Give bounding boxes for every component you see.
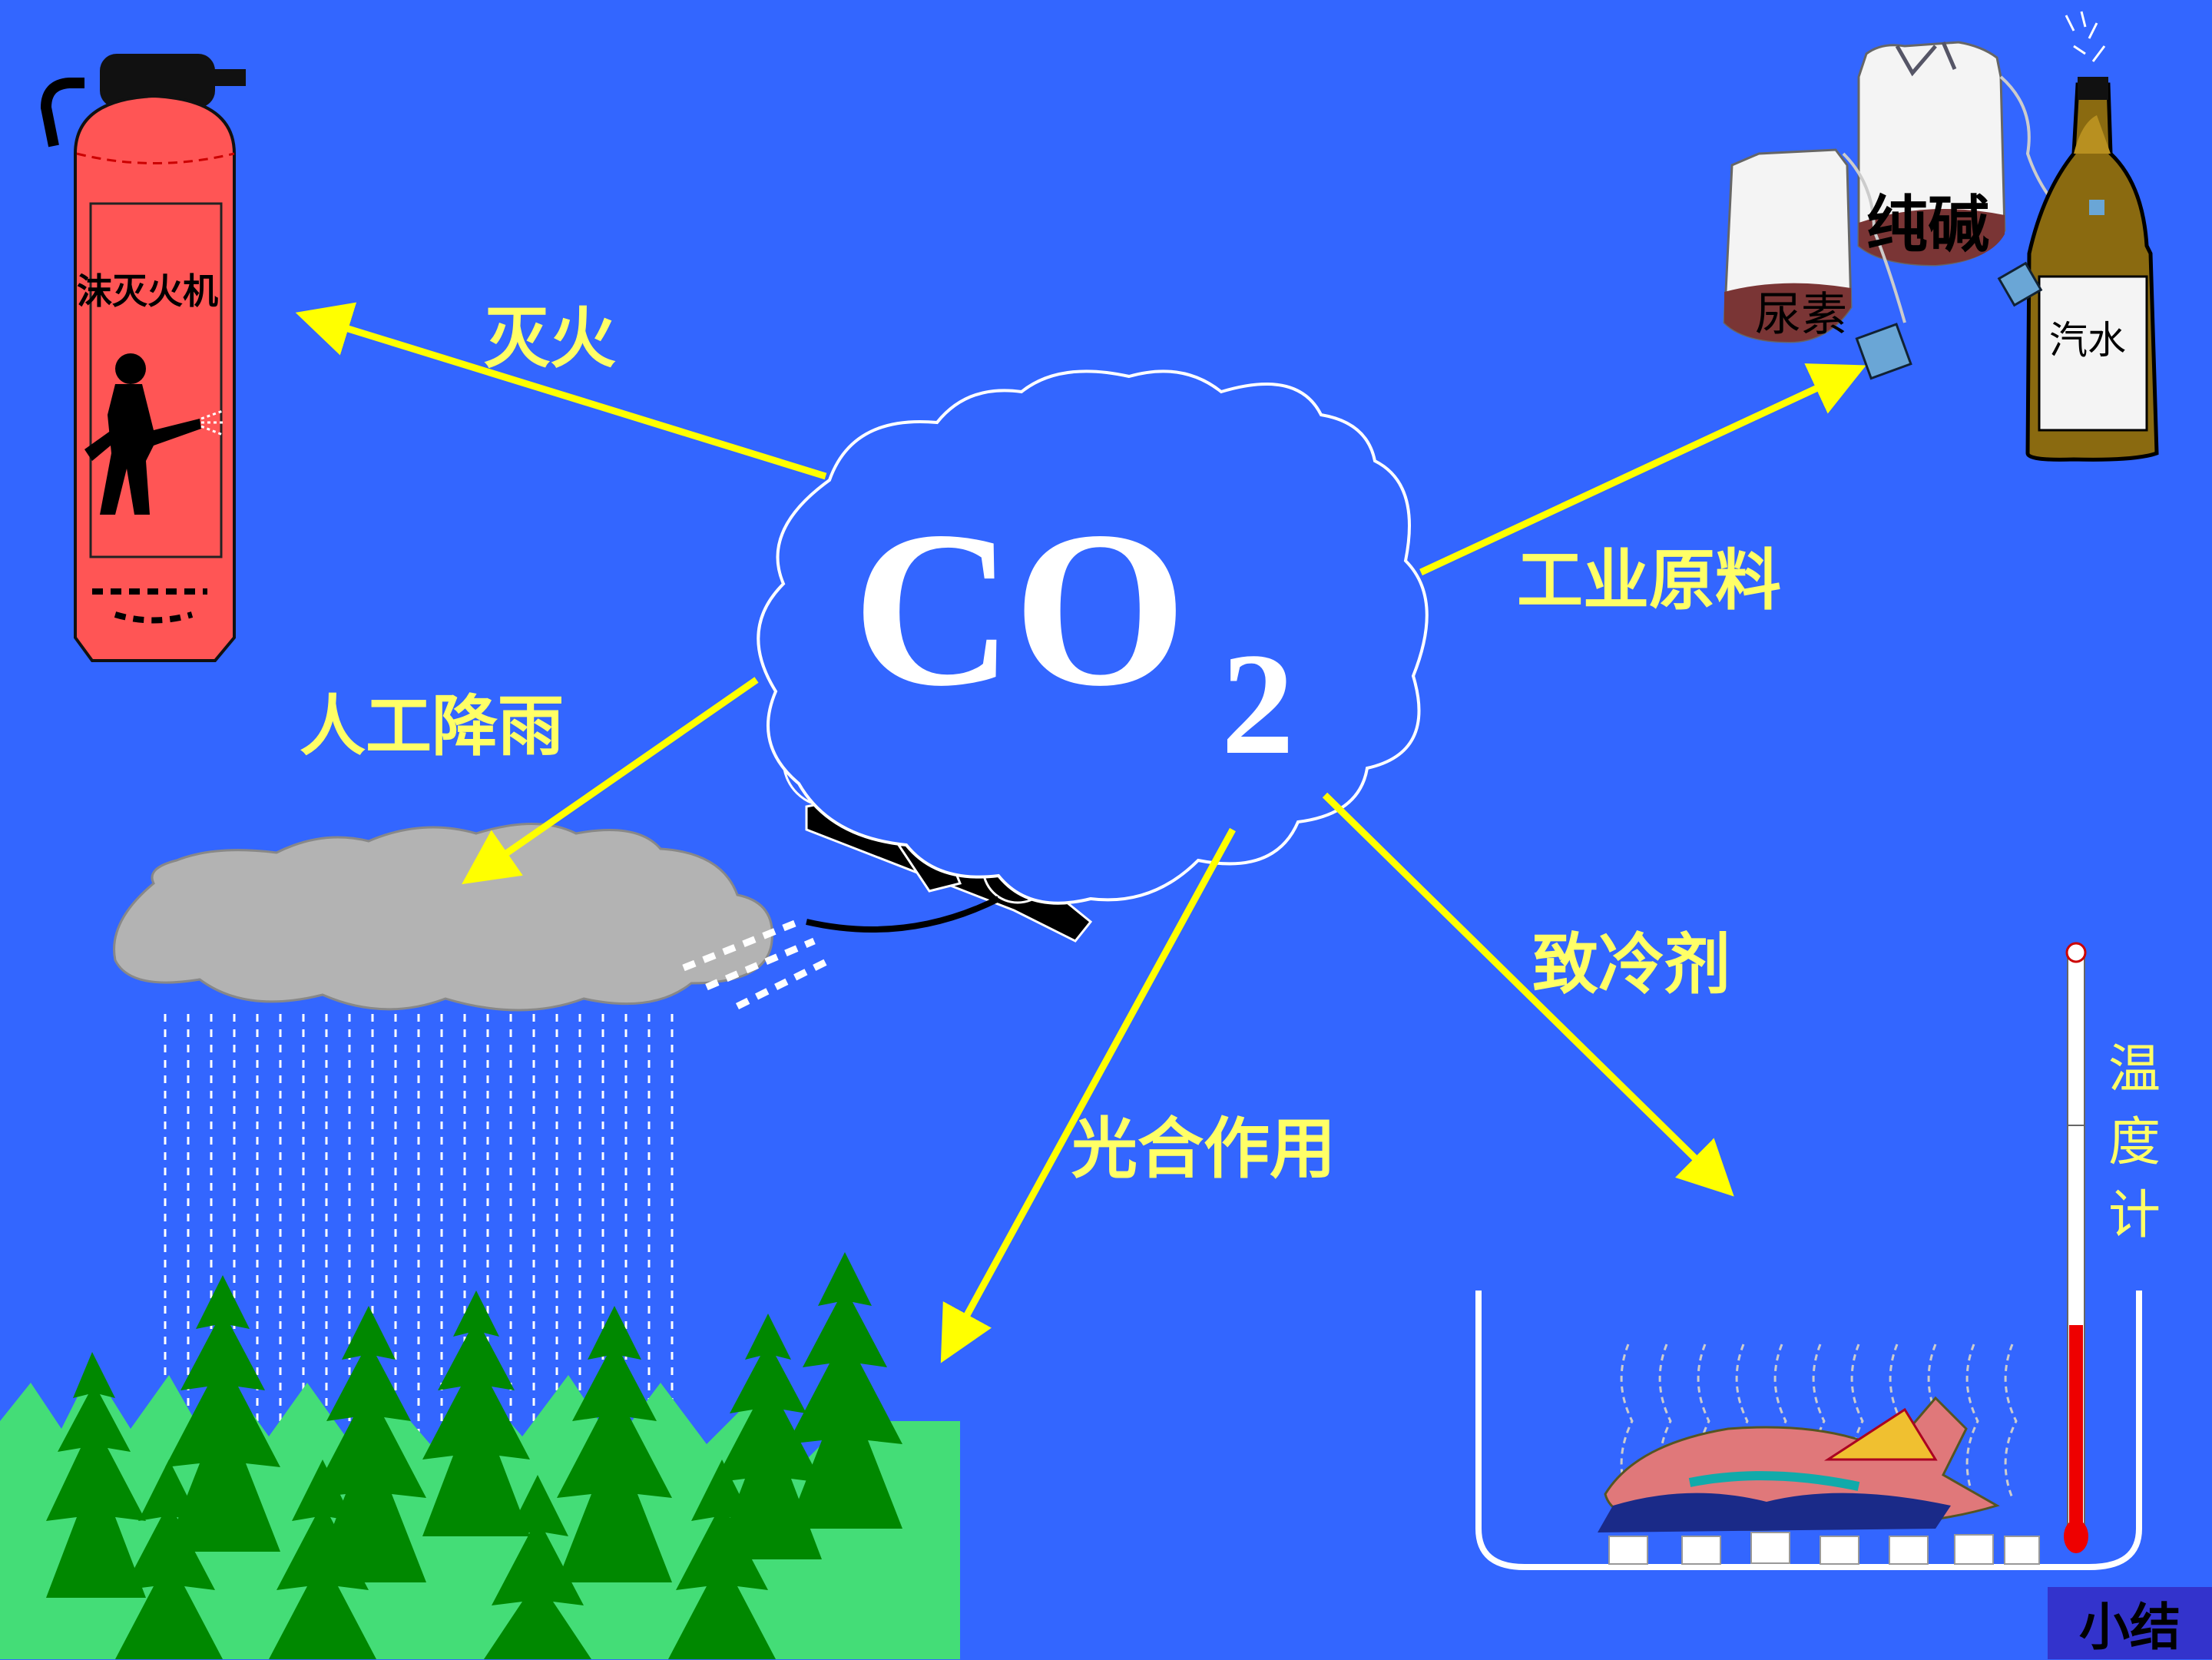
forest-icon xyxy=(0,1252,960,1659)
product-urea: 尿素 xyxy=(1755,288,1847,342)
fire-extinguisher-icon: 沫灭火机 xyxy=(40,54,246,662)
co2-cloud: CO 2 xyxy=(757,369,1429,905)
arrow-to-industry xyxy=(1419,363,1866,576)
products-icon: 纯碱 尿素 汽水 xyxy=(1723,11,2159,462)
thermometer-icon xyxy=(2064,942,2088,1553)
label-fire: 灭火 xyxy=(484,300,616,377)
co2-subscript: 2 xyxy=(1221,624,1294,785)
arrow-to-refrigerant xyxy=(1322,792,1734,1197)
arrows xyxy=(295,302,1866,1363)
extinguisher-text: 沫灭火机 xyxy=(77,270,218,312)
co2-formula: CO xyxy=(853,485,1187,732)
label-industry: 工业原料 xyxy=(1517,542,1781,619)
arrow-to-rain xyxy=(462,677,759,885)
label-refrigerant: 致冷剂 xyxy=(1532,926,1730,1003)
rain-cloud-icon xyxy=(113,823,773,1490)
thermometer-label-1: 温 xyxy=(2108,1039,2161,1100)
label-rain: 人工降雨 xyxy=(300,688,564,765)
thermometer-label-3: 计 xyxy=(2108,1185,2161,1246)
arrow-to-photosynthesis xyxy=(940,827,1236,1363)
summary-button[interactable]: 小结 xyxy=(2048,1587,2212,1659)
product-water: 汽水 xyxy=(2049,318,2126,363)
arrow-to-fire xyxy=(295,302,827,480)
thermometer-label-2: 度 xyxy=(2108,1112,2161,1173)
label-photosynthesis: 光合作用 xyxy=(1071,1111,1336,1188)
refrigerated-bowl-icon: 温 度 计 xyxy=(1475,942,2161,1570)
product-soda: 纯碱 xyxy=(1866,189,1989,260)
